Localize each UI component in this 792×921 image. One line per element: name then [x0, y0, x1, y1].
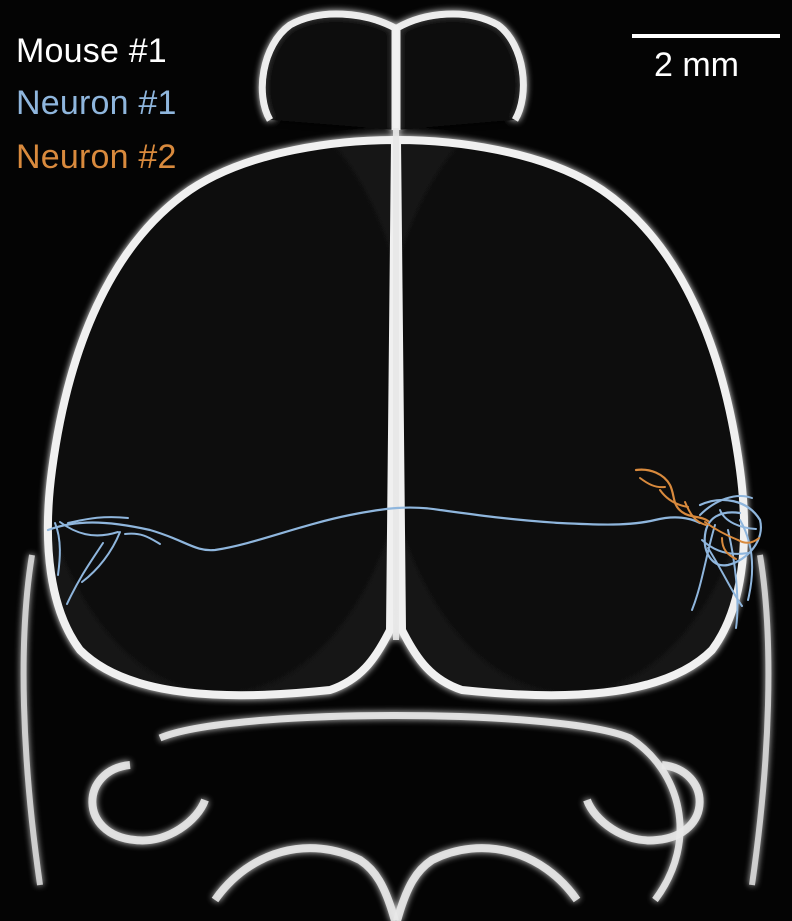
- mouse-label: Mouse #1: [16, 34, 167, 68]
- neuron-1-label: Neuron #1: [16, 86, 177, 120]
- scale-bar-label: 2 mm: [654, 48, 739, 82]
- scale-bar-line: [632, 34, 780, 38]
- neuron-2-label: Neuron #2: [16, 140, 177, 174]
- scale-bar: 2 mm: [632, 34, 780, 86]
